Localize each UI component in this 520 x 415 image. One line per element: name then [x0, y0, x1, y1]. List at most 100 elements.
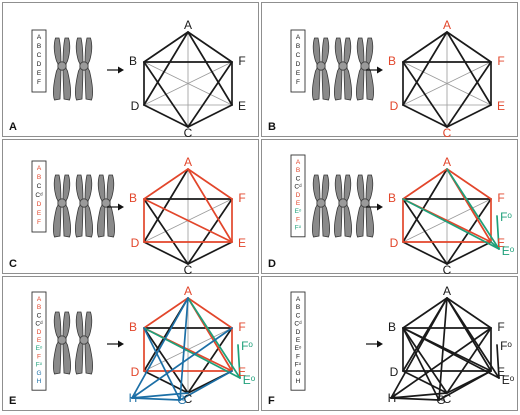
network-edge	[390, 297, 448, 399]
node-label: E	[238, 99, 246, 113]
node-label: C	[184, 263, 193, 277]
network-edge	[446, 61, 492, 128]
gene-label: Cᵈ	[35, 321, 43, 328]
gene-label: A	[37, 165, 42, 172]
network-edge	[402, 168, 448, 243]
gene-label: C	[37, 312, 42, 319]
node-label: G	[436, 393, 445, 407]
chromosome-icon	[52, 311, 72, 375]
arrow-icon	[107, 66, 124, 74]
chromosome-icon	[311, 174, 331, 238]
gene-label: Eᵒ	[36, 345, 43, 352]
node-label: G	[177, 393, 186, 407]
gene-label: E	[37, 210, 42, 217]
network-edge	[390, 392, 448, 399]
gene-label: Fᵒ	[295, 362, 302, 369]
network-edge	[438, 370, 492, 401]
node-label: C	[443, 263, 452, 277]
node-label: D	[131, 365, 140, 379]
network-edge	[402, 241, 448, 265]
arrow-icon	[366, 203, 383, 211]
network-edge	[143, 168, 189, 200]
network-edge	[490, 241, 500, 250]
node-label: Fᵒ	[500, 339, 512, 353]
gene-label: Eᵒ	[295, 208, 302, 215]
network-edge	[187, 61, 233, 128]
panel-letter: F	[268, 395, 275, 407]
network-edge	[187, 297, 233, 329]
gene-label: D	[37, 201, 42, 208]
network-edge	[187, 31, 233, 106]
gene-label: C	[37, 183, 42, 190]
gene-label: F	[296, 353, 300, 360]
node-label: B	[129, 191, 137, 205]
network-edge	[446, 31, 492, 106]
network-edge	[402, 104, 448, 128]
network-edge	[446, 104, 492, 128]
network-edge	[187, 241, 233, 265]
gene-label: Eᵒ	[295, 345, 302, 352]
gene-label: B	[296, 43, 300, 50]
gene-label: F	[37, 219, 41, 226]
node-label: D	[390, 365, 399, 379]
node-label: H	[129, 391, 138, 405]
network-edge	[446, 241, 492, 265]
gene-list-box	[31, 160, 47, 233]
network-edge	[446, 168, 492, 200]
network-edge	[402, 168, 448, 200]
node-label: Eᵒ	[502, 244, 515, 258]
gene-label: E	[37, 70, 42, 77]
network-edge	[446, 168, 500, 250]
network-edge	[187, 104, 233, 128]
node-label: B	[388, 320, 396, 334]
node-label: F	[238, 54, 245, 68]
gene-label: E	[296, 70, 301, 77]
gene-label: Cᵈ	[294, 321, 302, 328]
network-edge	[496, 344, 500, 379]
network-edge	[496, 215, 500, 250]
network-edge	[402, 327, 500, 379]
network-edge	[143, 327, 241, 379]
gene-label: E	[296, 337, 301, 344]
gene-label: D	[37, 329, 42, 336]
gene-label: D	[296, 192, 301, 199]
chromosome-icon	[74, 311, 94, 375]
network-edge	[187, 168, 233, 243]
network-edge	[187, 31, 233, 63]
gene-label: B	[37, 43, 41, 50]
network-edge	[143, 168, 189, 243]
gene-label: B	[296, 304, 300, 311]
node-label: D	[390, 99, 399, 113]
chromosome-icon	[52, 174, 72, 238]
node-label: B	[129, 54, 137, 68]
node-label: A	[443, 18, 451, 32]
node-label: B	[388, 191, 396, 205]
gene-label: E	[296, 200, 301, 207]
node-label: B	[388, 54, 396, 68]
network-edge	[143, 198, 233, 243]
gene-label: F	[296, 216, 300, 223]
node-label: E	[497, 365, 505, 379]
node-label: B	[129, 320, 137, 334]
network-edge	[390, 327, 492, 399]
node-label: A	[443, 284, 451, 298]
network-edge	[390, 397, 440, 401]
gene-label: B	[296, 167, 300, 174]
node-label: Eᵒ	[243, 373, 256, 387]
panel-letter: E	[9, 395, 16, 407]
node-label: C	[184, 392, 193, 406]
gene-list-box	[290, 29, 306, 93]
gene-label: Cᵈ	[294, 184, 302, 191]
node-label: C	[443, 126, 452, 140]
node-label: A	[443, 155, 451, 169]
gene-label: H	[37, 378, 42, 385]
chromosome-icon	[52, 37, 72, 101]
gene-label: F	[296, 79, 300, 86]
gene-label: C	[296, 312, 301, 319]
gene-label: A	[37, 296, 42, 303]
network-edge	[179, 297, 189, 401]
gene-label: D	[296, 61, 301, 68]
